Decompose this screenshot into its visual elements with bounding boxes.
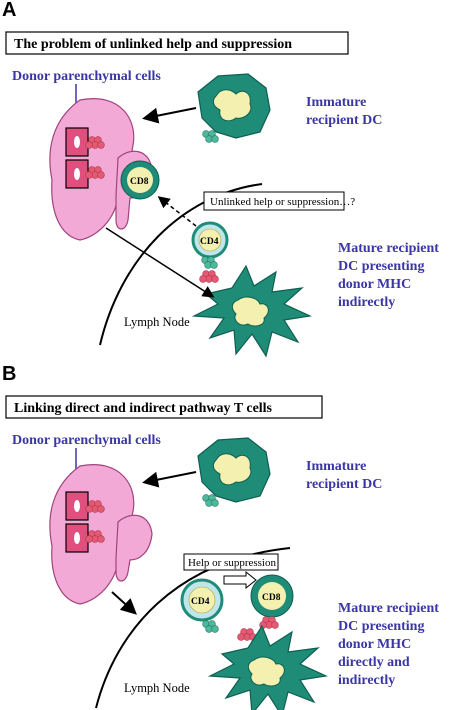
panel-b-title-box (5, 395, 323, 419)
immature-dc-label-b-2: recipient DC (306, 477, 382, 492)
donor-parenchymal-cell-icon-b (49, 464, 153, 605)
donor-to-mature-arrow-a (105, 227, 215, 298)
panel-b-title: Linking direct and indirect pathway T ce… (14, 401, 273, 416)
dashed-arrow-a (157, 196, 197, 227)
panel-a-title-box (5, 31, 349, 55)
donor-parenchymal-cell-icon (49, 98, 153, 241)
panel-b: B Linking direct and indirect pathway T … (2, 363, 439, 710)
immature-dc-label-b-1: Immature (306, 459, 366, 474)
mature-dc-label-a-3: donor MHC (338, 277, 411, 292)
cd4-t-cell-icon-a: CD4 (191, 221, 229, 283)
callout-box-b (183, 553, 279, 571)
mature-dc-label-b-2: DC presenting (338, 619, 424, 634)
cd4-t-cell-icon-b: CD4 (180, 578, 224, 633)
dc-to-donor-arrow-a (142, 107, 197, 124)
mature-dc-label-b-4: directly and (338, 655, 410, 670)
callout-a: Unlinked help or suppression…? (210, 196, 355, 208)
dc-to-donor-arrow-b (142, 471, 197, 488)
donor-label-a: Donor parenchymal cells (12, 69, 161, 84)
mature-dc-label-b-1: Mature recipient (338, 601, 439, 616)
panel-b-letter: B (2, 363, 16, 385)
immature-dc-icon-a (197, 73, 271, 143)
lymph-node-label-b: Lymph Node (124, 681, 190, 695)
help-arrow-icon (223, 570, 257, 590)
mature-dc-label-a-4: indirectly (338, 295, 395, 310)
lymph-node-boundary-a (99, 183, 263, 346)
cd8-label-a: CD8 (130, 177, 149, 187)
panel-a-title: The problem of unlinked help and suppres… (14, 37, 292, 52)
immature-dc-icon-b (197, 437, 271, 507)
cd8-label-b: CD8 (262, 593, 281, 603)
cd8-t-cell-icon-b: CD8 (250, 574, 294, 629)
mature-dc-label-b-3: donor MHC (338, 637, 411, 652)
lymph-node-label-a: Lymph Node (124, 315, 190, 329)
mature-dc-label-b-5: indirectly (338, 673, 395, 688)
mature-dc-label-a-1: Mature recipient (338, 241, 439, 256)
cd4-label-a: CD4 (200, 237, 219, 247)
callout-b: Help or suppression (188, 557, 276, 569)
donor-to-node-arrow-b (111, 591, 137, 615)
callout-box-a (203, 191, 345, 211)
cd4-label-b: CD4 (191, 597, 210, 607)
immature-dc-label-a-2: recipient DC (306, 113, 382, 128)
panel-a-letter: A (2, 0, 16, 21)
panel-a: A The problem of unlinked help and suppr… (2, 0, 439, 357)
immature-dc-label-a-1: Immature (306, 95, 366, 110)
mature-dc-icon-b (209, 625, 327, 710)
cd8-t-cell-icon-a: CD8 (120, 160, 160, 200)
mature-dc-label-a-2: DC presenting (338, 259, 424, 274)
donor-label-b: Donor parenchymal cells (12, 433, 161, 448)
